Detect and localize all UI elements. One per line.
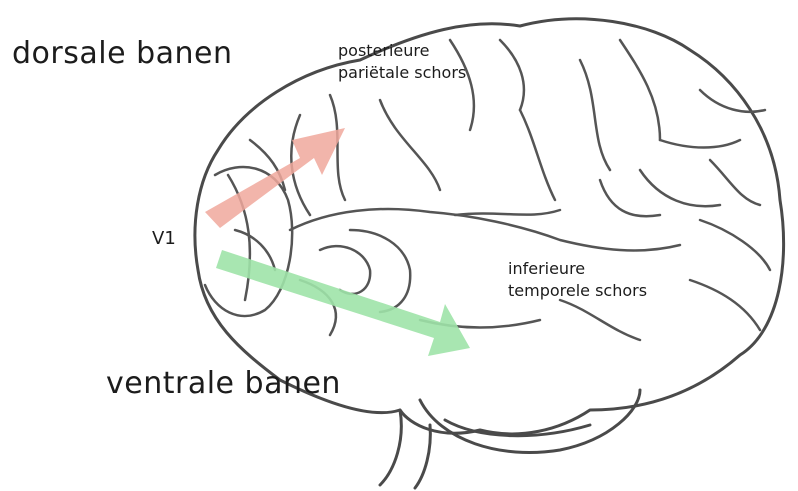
inferior-label-line2: temporele schors [508, 280, 647, 302]
inferior-label-line1: inferieure [508, 258, 647, 280]
ventral-pathways-title: ventrale banen [106, 366, 341, 401]
posterior-label-line2: pariëtale schors [338, 62, 466, 84]
ventral-pathway-arrow [216, 250, 470, 356]
posterior-parietal-label: posterieure pariëtale schors [338, 40, 466, 84]
brain-outline [195, 19, 784, 488]
v1-label: V1 [152, 228, 176, 249]
inferior-temporal-label: inferieure temporele schors [508, 258, 647, 302]
dorsal-pathways-title: dorsale banen [12, 36, 232, 71]
posterior-label-line1: posterieure [338, 40, 466, 62]
dorsal-pathway-arrow [205, 128, 345, 228]
